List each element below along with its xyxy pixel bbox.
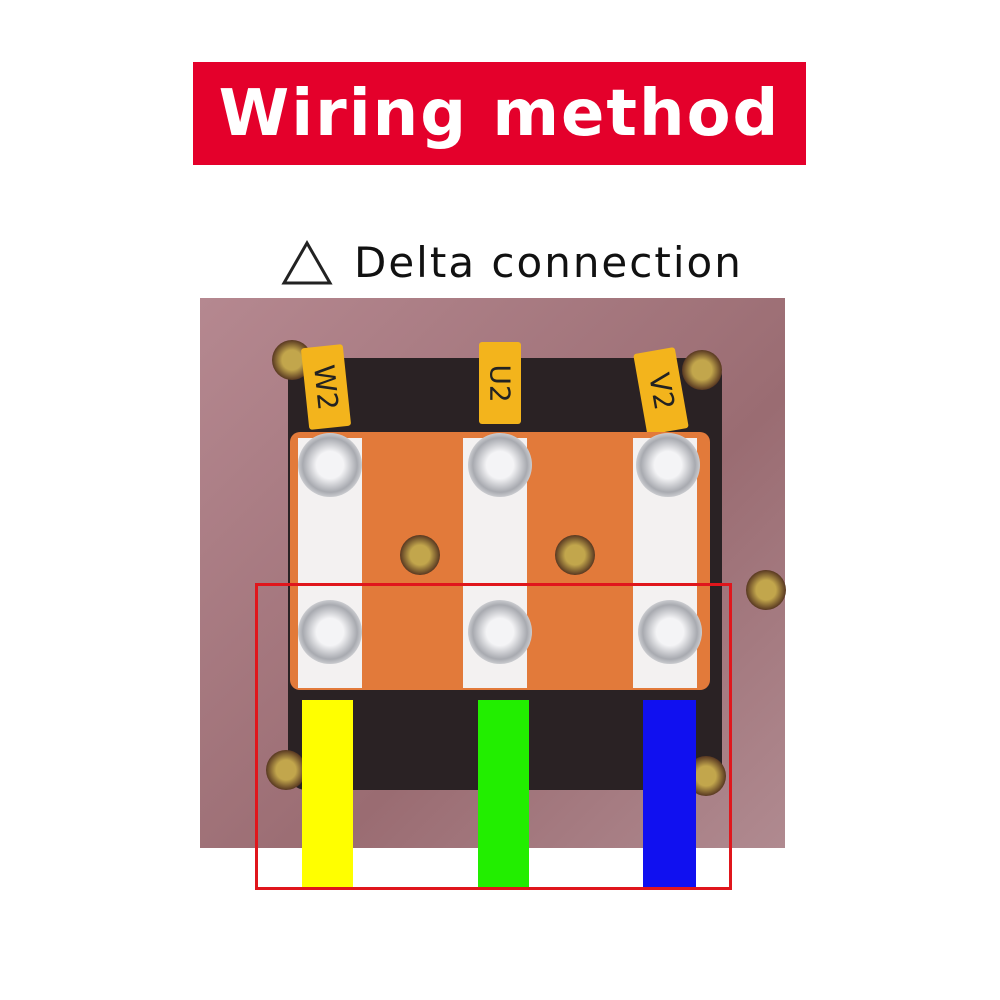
terminal-nut bbox=[638, 600, 702, 664]
subtitle: Delta connection bbox=[280, 235, 743, 290]
wire-green bbox=[478, 700, 529, 887]
highlight-box bbox=[255, 583, 732, 890]
title-banner: Wiring method bbox=[193, 62, 806, 165]
tag-label: U2 bbox=[483, 363, 517, 403]
terminal-nut bbox=[298, 433, 362, 497]
terminal-nut bbox=[468, 433, 532, 497]
housing-screw bbox=[266, 750, 306, 790]
wire-yellow bbox=[302, 700, 353, 887]
block-screw bbox=[555, 535, 595, 575]
terminal-nut bbox=[468, 600, 532, 664]
terminal-nut bbox=[636, 433, 700, 497]
housing-screw bbox=[746, 570, 786, 610]
terminal-tag-w2: W2 bbox=[300, 344, 352, 430]
subtitle-text: Delta connection bbox=[354, 238, 743, 287]
triangle-icon bbox=[281, 239, 333, 284]
terminal-tag-u2: U2 bbox=[479, 342, 521, 424]
block-screw bbox=[400, 535, 440, 575]
terminal-nut bbox=[298, 600, 362, 664]
tag-label: W2 bbox=[307, 362, 345, 412]
wire-blue bbox=[643, 700, 696, 887]
housing-screw bbox=[682, 350, 722, 390]
title-text: Wiring method bbox=[218, 76, 781, 151]
tag-label: V2 bbox=[641, 369, 681, 413]
